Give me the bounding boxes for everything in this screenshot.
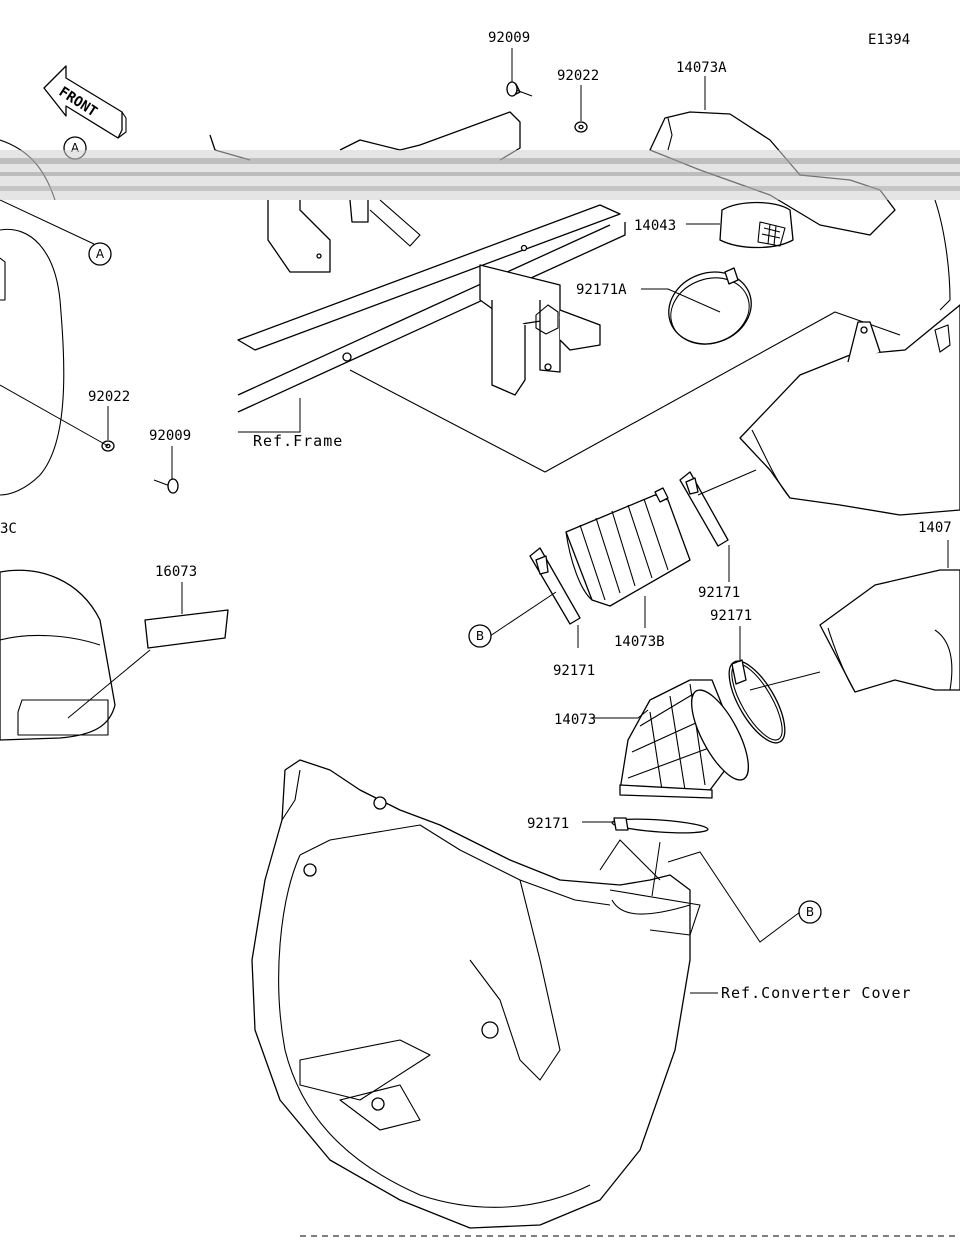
callout-duct-right-partial: 1407	[918, 520, 952, 536]
callout-duct-top: 14073A	[676, 60, 727, 76]
right-duct-upper	[739, 304, 960, 516]
bolt-top-part	[506, 81, 533, 97]
label-plate-part	[144, 609, 229, 649]
marker-a2: A	[88, 242, 112, 266]
bolt-left-part	[153, 478, 179, 494]
callout-clamp-l: 92171	[553, 663, 595, 679]
callout-boot: 14073B	[614, 634, 665, 650]
filter-cap-part	[719, 201, 794, 249]
callout-elbow: 14073	[554, 712, 596, 728]
callout-washer-left: 92022	[88, 389, 130, 405]
left-duct-lower	[0, 569, 116, 741]
clamp-elbow-top-part	[728, 659, 786, 744]
marker-b2: B	[798, 900, 822, 924]
marker-b1: B	[468, 624, 492, 648]
callout-clamp-a: 92171A	[576, 282, 627, 298]
marker-b1-label: B	[476, 629, 484, 643]
boot-14073b-part	[565, 487, 691, 607]
callout-clamp-r1: 92171	[698, 585, 740, 601]
marker-a2-label: A	[96, 247, 105, 261]
callout-bolt-left: 92009	[149, 428, 191, 444]
diagram-code: E1394	[868, 32, 910, 48]
callout-clamp-bottom: 92171	[527, 816, 569, 832]
callout-ref-frame: Ref.Frame	[253, 432, 343, 450]
converter-cover	[251, 759, 701, 1229]
elbow-14073-part	[619, 679, 749, 799]
marker-a1-label: A	[71, 141, 80, 155]
right-duct-lower	[819, 569, 960, 693]
callout-left-partial: 3C	[0, 521, 17, 537]
callout-bolt-top: 92009	[488, 30, 530, 46]
callout-washer-top: 92022	[557, 68, 599, 84]
washer-top-part	[574, 121, 588, 133]
clamp-right-part	[679, 471, 729, 547]
callout-cap: 14043	[634, 218, 676, 234]
leader-lines	[0, 48, 949, 994]
callout-clamp-r2: 92171	[710, 608, 752, 624]
callout-labels: 92009 92022 14073A 14043 92171A 92022 92…	[0, 30, 952, 1002]
clamp-left-part	[529, 547, 581, 625]
frame-assembly	[209, 111, 901, 473]
clamp-bottom-part	[611, 817, 709, 834]
scan-noise-band	[0, 150, 960, 200]
front-arrow-icon: FRONT	[43, 65, 127, 139]
callout-ref-converter: Ref.Converter Cover	[721, 984, 912, 1002]
callout-label-plate: 16073	[155, 564, 197, 580]
marker-b2-label: B	[806, 905, 814, 919]
